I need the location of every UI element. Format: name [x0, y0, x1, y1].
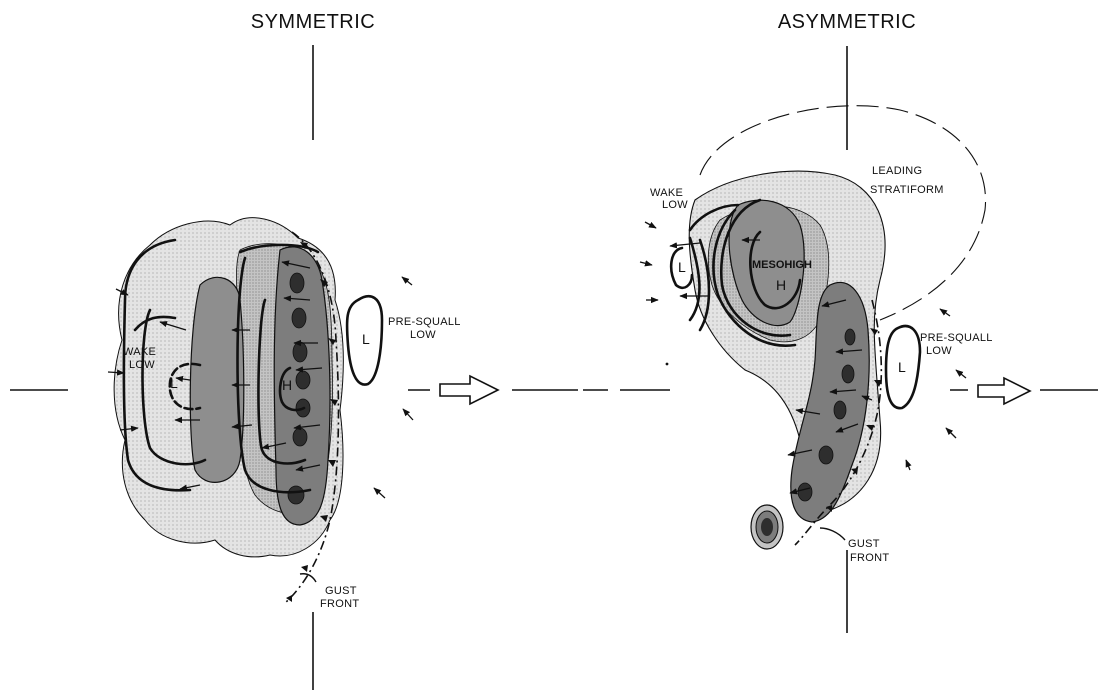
asymmetric-pre-squall-low-label: PRE-SQUALL LOW	[920, 332, 996, 357]
asymmetric-wake-low-label: WAKE LOW	[650, 187, 688, 211]
asymmetric-isolated-cell	[751, 505, 783, 549]
symmetric-pre-squall-low-symbol: L	[362, 331, 370, 347]
asymmetric-mesohigh-label: MESOHIGH	[752, 259, 812, 271]
symmetric-pre-squall-low-label: PRE-SQUALL LOW	[388, 316, 464, 341]
asymmetric-title: ASYMMETRIC	[778, 11, 916, 33]
asymmetric-pre-squall-low-symbol: L	[898, 359, 906, 375]
asymmetric-wake-low-symbol: L	[678, 259, 686, 275]
symmetric-gust-front-leader	[300, 574, 316, 582]
asymmetric-dot	[666, 363, 669, 366]
motion-arrow-icon	[978, 378, 1030, 404]
asymmetric-mesohigh-symbol: H	[776, 277, 786, 293]
symmetric-heavy-stratiform-region	[190, 277, 244, 482]
asymmetric-gust-front-label: GUST FRONT	[848, 538, 889, 564]
motion-arrow-icon	[440, 376, 498, 404]
symmetric-panel: SYMMETRIC	[10, 11, 578, 690]
asymmetric-leading-stratiform-label: LEADING STRATIFORM	[870, 165, 944, 196]
symmetric-wake-low-label: WAKE LOW	[123, 346, 160, 371]
symmetric-gust-front-label: GUST FRONT	[320, 585, 360, 610]
symmetric-wake-low-symbol: L	[170, 375, 178, 391]
asymmetric-gust-front-leader	[820, 528, 845, 540]
symmetric-title: SYMMETRIC	[251, 11, 376, 33]
asymmetric-panel: ASYMMETRIC	[583, 11, 1098, 633]
symmetric-mesohigh-symbol: H	[282, 377, 292, 393]
